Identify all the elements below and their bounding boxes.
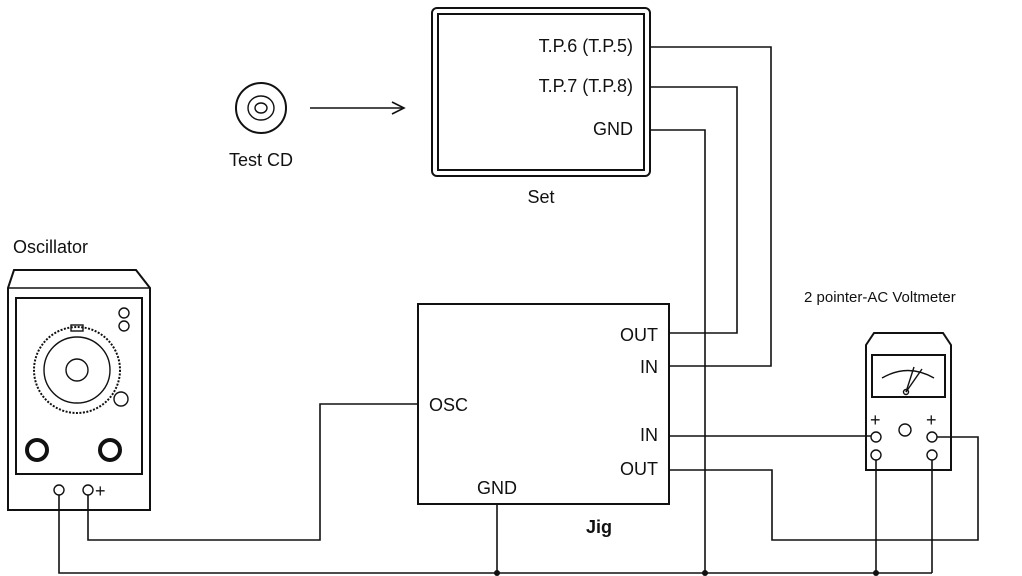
meter-scale [881,369,935,379]
voltmeter-caption: 2 pointer-AC Voltmeter [804,289,956,306]
small-knob-icon [113,391,129,407]
oscillator-unit: Oscillator + [7,237,151,511]
meter-pivot [902,388,910,396]
meter-needle [905,366,915,393]
jig-out-top-label: OUT [620,325,658,345]
voltmeter-unit: 2 pointer-AC Voltmeter + + [804,289,956,471]
cd-ring [247,95,275,121]
wire-set-tp6-to-jig-in [650,46,772,367]
set-caption: Set [527,187,554,207]
jig-in-top-label: IN [640,357,658,377]
cd-hole [254,102,268,114]
oscillator-caption: Oscillator [13,237,88,257]
cd-disc-icon [235,82,287,134]
dial-pointer [70,324,84,332]
junction-dot [873,570,879,576]
oscillator-plus-label: + [95,481,106,501]
range-knob-icon [25,438,49,462]
wiring [58,46,979,576]
amplitude-knob-icon [98,438,122,462]
junction-dot [702,570,708,576]
voltmeter-case [865,332,952,471]
set-tp6-label: T.P.6 (T.P.5) [539,36,633,56]
set-gnd-label: GND [593,119,633,139]
dial-center [65,358,89,382]
test-cd: Test CD [229,82,293,170]
wire-set-tp7-to-jig-out [650,86,738,334]
meter-zero-adjust [898,423,912,437]
indicator-lamp-icon [118,307,130,319]
junction-dot [494,570,500,576]
meter-input-terminal-left [870,431,882,443]
jig-in-bottom-label: IN [640,425,658,445]
frequency-dial-icon [33,326,121,414]
jig-unit: OUT IN OSC IN OUT GND Jig [417,303,670,537]
indicator-lamp-icon [118,320,130,332]
wire-set-gnd [650,129,706,573]
jig-osc-label: OSC [429,395,468,415]
set-inner-frame [437,13,645,171]
jig-gnd-label: GND [477,478,517,498]
voltmeter-plus-left: + [870,410,881,430]
set-unit: T.P.6 (T.P.5) T.P.7 (T.P.8) GND Set [431,7,651,207]
set-tp7-label: T.P.7 (T.P.8) [539,76,633,96]
meter-window [871,354,946,398]
wire-meter-right-input [669,436,979,541]
dial-inner [43,336,111,404]
insert-arrow [310,101,406,115]
jig-out-bottom-label: OUT [620,459,658,479]
voltmeter-plus-right: + [926,410,937,430]
test-cd-caption: Test CD [229,150,293,170]
jig-title: Jig [586,517,612,537]
wire-osc-ground [58,495,932,574]
meter-needle [905,368,923,393]
jig-box [417,303,670,505]
wire-osc-to-jig [87,403,418,541]
